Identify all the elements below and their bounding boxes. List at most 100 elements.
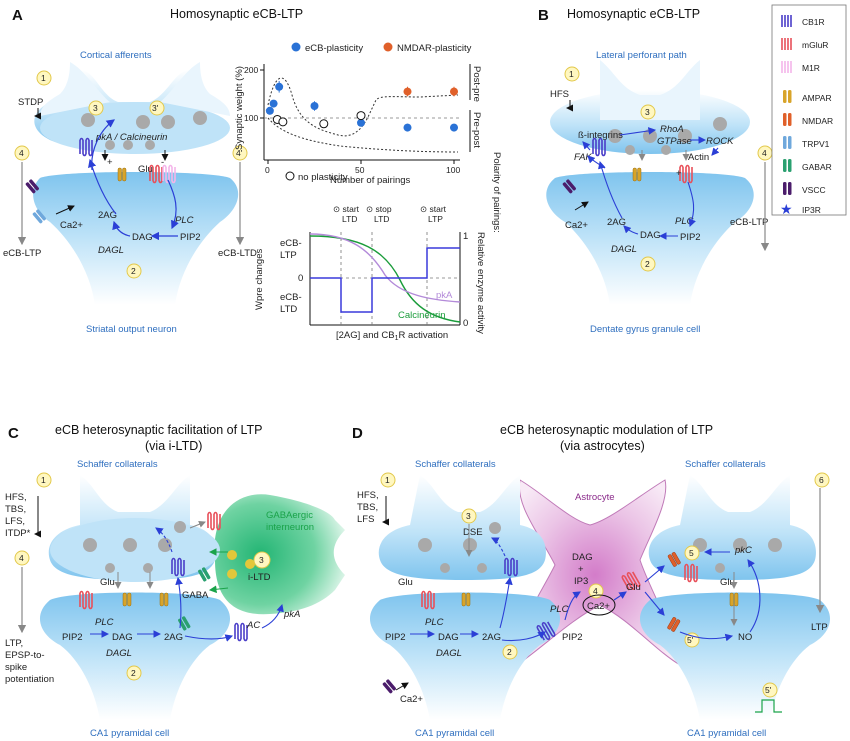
gaba-vesicle [227,569,237,579]
stimulus-label: HFS, [5,492,27,503]
step-number: 5' [687,635,694,645]
y-top-label-2: LTP [280,250,297,261]
step-marker [564,66,580,82]
dag-label: DAG [112,632,133,643]
outcome-right-label: eCB-LTD [218,248,257,259]
step-number: 1 [41,475,46,485]
step-marker [232,145,248,161]
legend-item-gabar: GABAR [783,159,832,172]
step-number: 6 [819,475,824,485]
step-number: 4 [762,148,767,158]
step-number: 4 [593,586,598,596]
arrow [711,147,720,156]
plus-sign: + [107,157,113,168]
y-tick-label: 100 [244,113,258,123]
wpre-curve [310,247,460,313]
arrow [687,181,696,228]
arrow [175,576,183,629]
legend-swatch [788,159,792,172]
arrow [184,634,234,642]
stimulus-label: TBS, [357,502,378,513]
step-number: 2 [645,259,650,269]
arrow [564,591,581,621]
kinase-label: pkA / Calcineurin [95,132,167,143]
vesicle [489,522,501,534]
chart-synaptic-weight: eCB-plasticity NMDAR-plasticity 200 100 … [234,42,502,233]
dagl-label: DAGL [611,244,637,255]
data-point-nmdar [450,87,458,96]
step-number: 4' [236,148,243,158]
panel-a-post-name: Striatal output neuron [86,324,177,335]
step-marker [640,256,656,272]
panel-c-title-1: eCB heterosynaptic facilitation of LTP [55,423,263,437]
iltd-label: i-LTD [248,572,271,583]
panel-b-pre-name: Lateral perforant path [596,50,687,61]
legend-label: mGluR [802,40,828,50]
gtpase-label: GTPase [657,136,692,147]
legend-ecb-marker [291,42,301,52]
chart-wpre-changes: ⊙ start LTD ⊙ stop LTD ⊙ start LTP eCB- … [254,204,486,342]
right-tick-1: 1 [463,231,468,242]
vesicle [145,140,155,150]
arrow [644,565,665,583]
vesicle [193,111,207,125]
legend-nmdar-label: NMDAR-plasticity [397,43,472,54]
data-point-ecb [357,118,365,127]
stimulus-label: ITDP* [5,528,31,539]
step-number: 5' [765,685,772,695]
vesicle [81,113,95,127]
panel-b: B Homosynaptic eCB-LTP Lateral perforant… [538,7,773,335]
step-marker [684,545,700,561]
legend-item-cb1r: CB1R [781,15,825,27]
vesicle [83,538,97,552]
legend-item-nmdar: NMDAR [783,113,833,126]
panel-c-label: C [8,425,19,442]
gaba-vesicle [227,550,237,560]
panel-a-pre-name: Cortical afferents [80,50,152,61]
step-marker [14,550,30,566]
vesicle [715,563,725,573]
calcium-label: Ca2+ [565,220,588,231]
data-point-ecb [450,123,458,132]
step-number: 2 [507,647,512,657]
panel-d-post-name-right: CA1 pyramidal cell [687,728,766,739]
panel-d-post-name-left: CA1 pyramidal cell [415,728,494,739]
stimulus-label: LFS, [5,516,25,527]
vesicle [678,129,692,143]
legend-item-m1r: M1R [781,61,820,73]
dagl-label: DAGL [98,245,124,256]
glutamate-label: Glu [138,164,153,175]
receptor-legend: CB1RmGluRM1RAMPARNMDARTRPV1GABARVSCC★IP3… [771,4,847,217]
vesicle [768,538,782,552]
legend-label: AMPAR [802,93,832,103]
panel-b-title: Homosynaptic eCB-LTP [567,7,700,21]
vesicle [713,117,727,131]
step-number: 1 [385,475,390,485]
gabaergic-interneuron [214,494,345,615]
panel-b-post-name: Dentate gyrus granule cell [590,324,700,335]
rhoa-label: RhoA [660,124,684,135]
arrow [582,141,591,151]
astro-pip2-label: PIP2 [562,632,583,643]
x-tick-label: 100 [446,165,460,175]
step-number: 4 [19,553,24,563]
vesicle [733,538,747,552]
arrow [189,520,206,529]
start-ltd-label: ⊙ start [333,204,360,214]
vesicle [105,140,115,150]
arrow [598,160,623,219]
data-point-none [278,117,288,127]
right-tick-0: 0 [463,318,468,329]
data-point-ecb [403,123,412,132]
arrow [55,205,75,215]
plc-label: PLC [175,215,194,226]
step-marker [149,100,165,116]
outcome-label: EPSP-to- [5,650,45,661]
right-axis-label: Relative enzyme activity [475,232,486,334]
data-point-ecb [269,99,278,108]
integrins-label: ß-integrins [578,130,623,141]
step-number: 3 [259,555,264,565]
legend-swatch [781,15,792,27]
vesicle [661,145,671,155]
